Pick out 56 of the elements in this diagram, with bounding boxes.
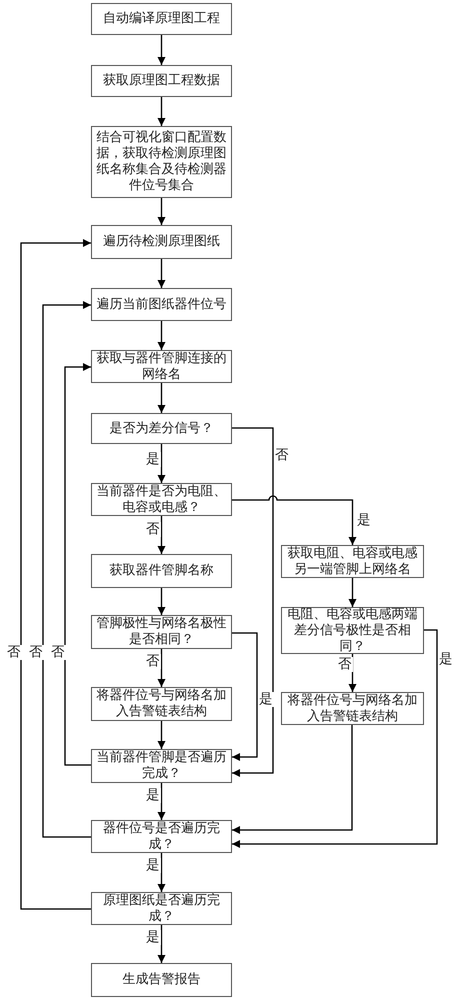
process-box: 遍历当前图纸器件位号 [91,288,232,321]
process-box: 遍历待检测原理图纸 [91,225,232,259]
decision-box: 原理图纸是否遍历完成？ [91,892,232,925]
arrow [158,35,166,65]
decision-box: 当前器件是否为电阻、电容或电感？ [91,483,232,516]
arrow [158,259,166,288]
edge-label: 否 [28,645,44,660]
edge-label: 是 [258,692,274,707]
arrow [158,588,166,615]
edge-label: 是 [356,513,372,528]
process-box: 获取电阻、电容或电感另一端管脚上网络名 [281,545,424,578]
process-box: 将器件位号与网络名加入告警链表结构 [281,692,424,725]
decision-box: 是否为差分信号？ [91,413,232,444]
arrow [158,97,166,126]
process-box: 自动编译原理图工程 [91,3,232,35]
arrow [232,495,356,545]
arrow [158,444,166,483]
process-box: 获取与器件管脚连接的网络名 [91,350,232,383]
process-box: 生成告警报告 [91,963,232,997]
arrow [158,321,166,350]
arrow [232,632,258,761]
edge-label: 否 [145,522,161,537]
process-box: 结合可视化窗口配置数据，获取待检测原理图纸名称集合及待检测器件位号集合 [91,126,232,198]
edge-label: 是 [145,452,161,467]
arrow [348,578,356,607]
arrow [232,629,438,848]
arrow [20,239,91,910]
decision-box: 管脚极性与网络名极性是否相同？ [91,615,232,649]
arrow [232,427,274,777]
process-box: 获取原理图工程数据 [91,65,232,97]
arrow [158,721,166,749]
decision-box: 器件位号是否遍历完成？ [91,820,232,853]
arrow [158,383,166,413]
arrow [158,925,166,963]
edge-label: 是 [145,858,161,873]
arrow [232,725,353,834]
edge-label: 是 [145,788,161,803]
edge-label: 否 [274,448,290,463]
arrow [158,516,166,554]
decision-box: 电阻、电容或电感两端差分信号极性是否相同？ [281,607,424,654]
edge-label: 是 [438,652,454,667]
process-box: 获取器件管脚名称 [91,554,232,588]
edge-label: 否 [145,654,161,669]
arrow [158,649,166,687]
edge-label: 否 [6,645,22,660]
edge-label: 否 [50,645,66,660]
arrow [158,783,166,820]
arrow [348,654,356,692]
arrow [158,198,166,225]
arrow [64,363,91,766]
edge-label: 否 [337,657,353,672]
edge-label: 是 [145,930,161,945]
decision-box: 当前器件管脚是否遍历完成？ [91,749,232,783]
arrow [158,853,166,892]
process-box: 将器件位号与网络名加入告警链表结构 [91,687,232,721]
arrow [42,301,91,838]
